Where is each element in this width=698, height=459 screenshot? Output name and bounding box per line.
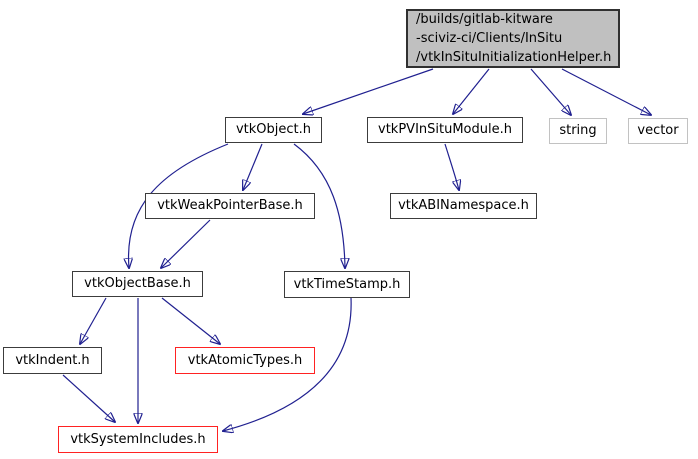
node-vector: vector	[628, 118, 688, 144]
edge-main-to-vector	[561, 68, 651, 115]
node-vtkindent-h[interactable]: vtkIndent.h	[3, 347, 102, 374]
edge-main-to-vtkobject	[303, 68, 434, 114]
node-string: string	[549, 118, 607, 144]
edge-vtkpvinsitumodule-to-vtkabinamespace	[444, 143, 459, 190]
node-vtkpvinsitumodule-h[interactable]: vtkPVInSituModule.h	[367, 117, 523, 143]
edge-vtkobject-to-vtkweakpointerbase	[243, 143, 263, 190]
node-vtktimestamp-h[interactable]: vtkTimeStamp.h	[284, 271, 410, 298]
node-vtkweakpointerbase-h[interactable]: vtkWeakPointerBase.h	[145, 193, 315, 219]
node-vtksystemincludes-h[interactable]: vtkSystemIncludes.h	[58, 426, 218, 453]
edge-vtktimestamp-to-vtksystemincludes	[223, 297, 352, 431]
edge-vtkobjectbase-to-vtkatomictypes	[161, 297, 220, 344]
node-main-file: /builds/gitlab-kitware -sciviz-ci/Client…	[406, 9, 620, 68]
node-vtkabinamespace-h[interactable]: vtkABINamespace.h	[390, 193, 537, 219]
edge-vtkobject-to-vtktimestamp	[293, 143, 345, 268]
edge-main-to-string	[530, 68, 571, 115]
edge-vtkweakpointerbase-to-vtkobjectbase	[161, 219, 211, 268]
edge-main-to-vtkpvinsitumodule	[453, 68, 490, 114]
edge-vtkindent-to-vtksystemincludes	[62, 374, 115, 422]
node-vtkobjectbase-h[interactable]: vtkObjectBase.h	[72, 271, 203, 297]
node-vtkobject-h[interactable]: vtkObject.h	[225, 117, 322, 143]
edge-vtkobjectbase-to-vtkindent	[80, 297, 107, 344]
node-vtkatomictypes-h[interactable]: vtkAtomicTypes.h	[175, 347, 315, 374]
